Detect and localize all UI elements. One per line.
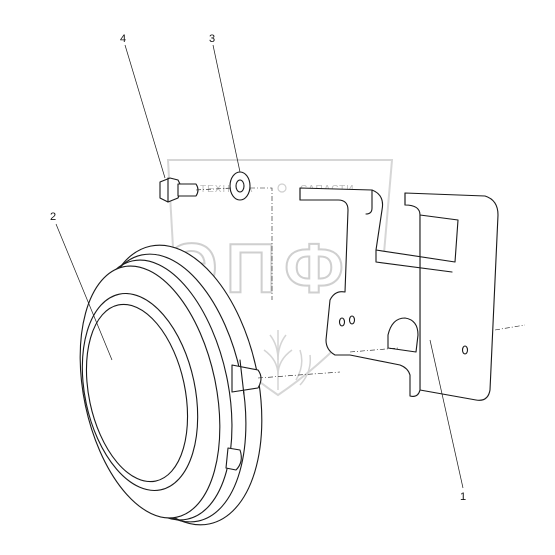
callout-leaders [55, 44, 464, 489]
watermark-left-word: ТЕХНИКА [200, 184, 253, 195]
mounting-bracket [299, 187, 499, 401]
watermark-gear-icon [277, 183, 287, 193]
bolt [159, 177, 199, 203]
callout-2: 2 [50, 211, 56, 223]
watermark-wheat-icon [263, 330, 312, 390]
washer [229, 171, 251, 201]
callouts: 1 2 3 4 [50, 33, 466, 503]
callout-1: 1 [460, 491, 466, 503]
horn-signal [79, 244, 263, 526]
callout-4: 4 [120, 33, 126, 45]
callout-3: 3 [209, 33, 215, 45]
center-lines [195, 187, 526, 379]
